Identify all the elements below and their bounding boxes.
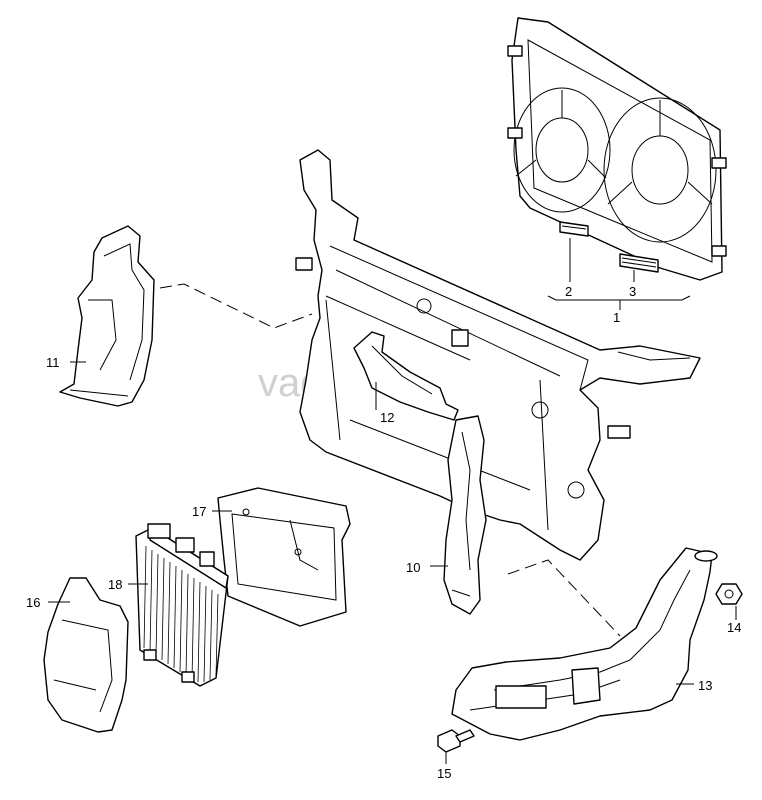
fan-shroud-part xyxy=(507,17,727,281)
callout-10: 10 xyxy=(406,560,420,575)
assembly-lines xyxy=(159,283,621,637)
lock-carrier-part xyxy=(295,149,701,561)
callout-13: 13 xyxy=(698,678,712,693)
callout-16: 16 xyxy=(26,595,40,610)
pad-part-2 xyxy=(559,221,589,237)
callout-3: 3 xyxy=(629,284,636,299)
callout-18: 18 xyxy=(108,577,122,592)
nut-part-14 xyxy=(715,583,743,605)
callout-2: 2 xyxy=(565,284,572,299)
radiator-part-18 xyxy=(135,523,229,687)
air-guide-part-10 xyxy=(443,415,487,615)
callout-1: 1 xyxy=(613,310,620,325)
bolt-part-15 xyxy=(437,729,475,753)
air-duct-part-13 xyxy=(451,547,718,741)
air-guide-left-part-11 xyxy=(59,225,155,407)
leader-lines xyxy=(48,361,737,764)
callout-11: 11 xyxy=(46,355,60,370)
callout-12: 12 xyxy=(380,410,394,425)
bracket-part-12 xyxy=(353,331,459,421)
pad-part-3 xyxy=(619,253,659,273)
group-bracket-1 xyxy=(547,238,691,310)
frame-part-17 xyxy=(217,487,351,627)
cover-part-16 xyxy=(43,577,129,733)
callout-15: 15 xyxy=(437,766,451,781)
callout-17: 17 xyxy=(192,504,206,519)
callout-14: 14 xyxy=(727,620,741,635)
